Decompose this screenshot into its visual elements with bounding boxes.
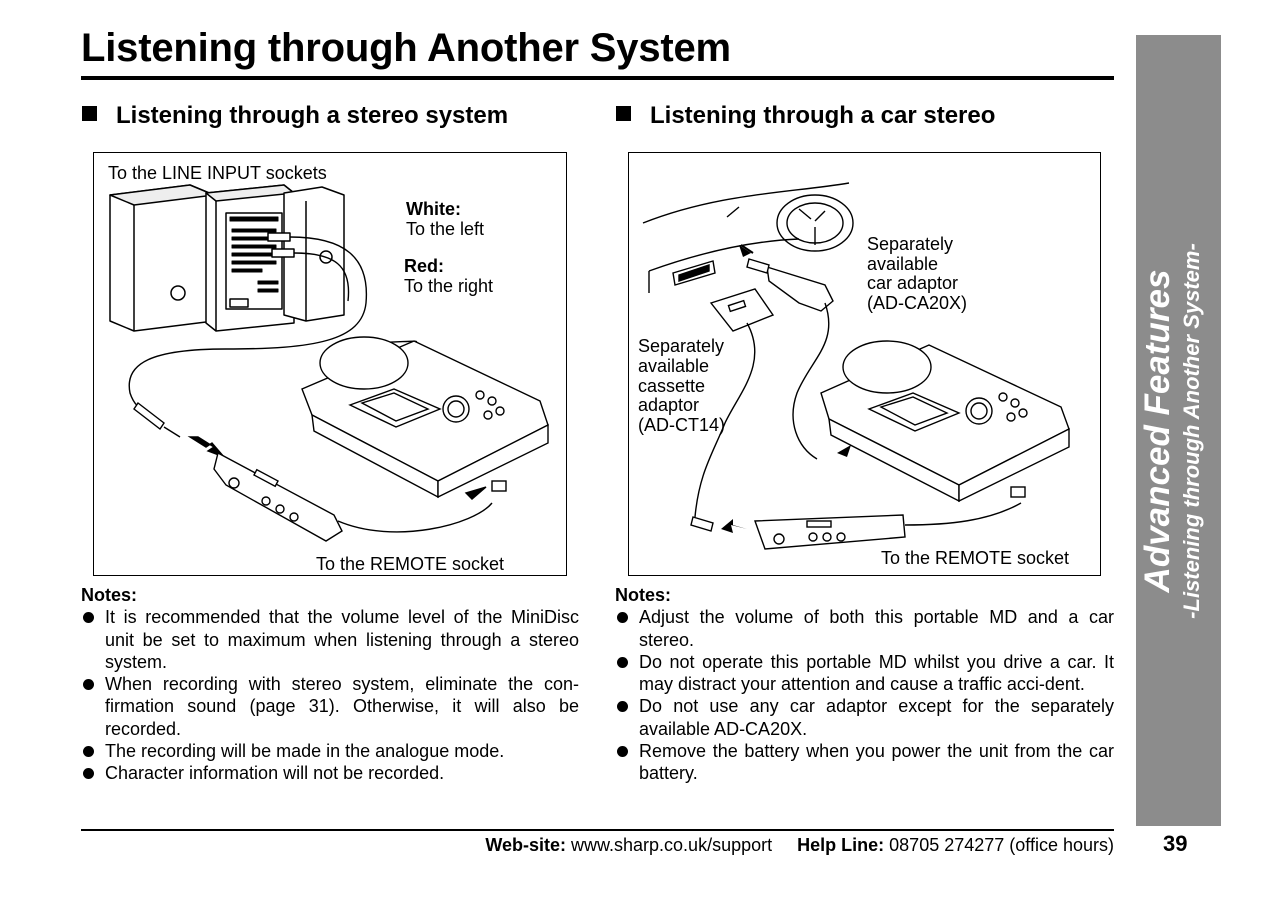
square-bullet-icon xyxy=(616,106,631,121)
remote-socket-label: To the REMOTE socket xyxy=(881,548,1070,568)
website-label: Web-site: xyxy=(485,835,566,855)
side-tab-title: Advanced Features xyxy=(1137,269,1177,592)
note-item: Character information will not be record… xyxy=(81,762,579,784)
bullet-icon xyxy=(617,656,628,668)
note-item: Do not operate this portable MD whilst y… xyxy=(615,651,1114,696)
side-section-tab: Advanced Features -Listening through Ano… xyxy=(1136,35,1221,826)
stereo-notes: Notes: It is recommended that the volume… xyxy=(81,584,579,785)
note-item: It is recommended that the volume level … xyxy=(81,606,579,673)
page-title: Listening through Another System xyxy=(81,26,731,70)
red-cable-title: Red: xyxy=(404,256,444,276)
red-cable-desc: To the right xyxy=(404,276,494,296)
side-tab-text: Advanced Features -Listening through Ano… xyxy=(1137,81,1221,781)
car-stereo-illustration xyxy=(642,182,1070,550)
car-notes: Notes: Adjust the volume of both this po… xyxy=(615,584,1114,785)
helpline-label: Help Line: xyxy=(797,835,885,855)
notes-title: Notes: xyxy=(81,585,138,605)
bullet-icon xyxy=(83,679,94,691)
page-number: 39 xyxy=(1163,831,1188,856)
remote-socket-label: To the REMOTE socket xyxy=(316,554,505,574)
line-input-label: To the LINE INPUT sockets xyxy=(108,163,327,183)
section-heading-stereo: Listening through a stereo system xyxy=(82,102,508,130)
website-link[interactable]: www.sharp.co.uk/support xyxy=(571,835,773,855)
footer-divider xyxy=(81,829,1114,831)
note-item: The recording will be made in the analog… xyxy=(81,740,579,762)
note-item: Do not use any car adaptor except for th… xyxy=(615,695,1114,740)
note-item: Remove the battery when you power the un… xyxy=(615,740,1114,785)
white-cable-title: White: xyxy=(406,199,461,219)
helpline-number: 08705 274277 (office hours) xyxy=(889,835,1114,855)
car-notes-list: Adjust the volume of both this portable … xyxy=(615,606,1114,784)
cassette-adaptor-label: Separately available cassette adaptor (A… xyxy=(638,336,726,436)
bullet-icon xyxy=(617,612,628,624)
footer-contact: Web-site: www.sharp.co.uk/support Help L… xyxy=(485,835,1114,856)
stereo-system-figure: To the LINE INPUT sockets White: To the … xyxy=(93,152,567,576)
section-heading-car-text: Listening through a car stereo xyxy=(650,102,996,129)
bullet-icon xyxy=(83,768,94,780)
side-tab-subtitle: -Listening through Another System- xyxy=(1178,242,1204,619)
white-cable-desc: To the left xyxy=(406,219,485,239)
title-divider xyxy=(81,76,1114,80)
note-item: When recording with stereo system, elimi… xyxy=(81,673,579,740)
section-heading-stereo-text: Listening through a stereo system xyxy=(116,102,509,129)
note-item: Adjust the volume of both this portable … xyxy=(615,606,1114,651)
square-bullet-icon xyxy=(82,106,97,121)
car-adaptor-label: Separately available car adaptor (AD-CA2… xyxy=(867,234,968,313)
car-stereo-figure: Separately available car adaptor (AD-CA2… xyxy=(628,152,1101,576)
bullet-icon xyxy=(617,701,628,713)
stereo-system-illustration xyxy=(109,184,549,542)
section-heading-car: Listening through a car stereo xyxy=(616,102,995,130)
bullet-icon xyxy=(83,612,94,624)
notes-title: Notes: xyxy=(615,585,672,605)
stereo-notes-list: It is recommended that the volume level … xyxy=(81,606,579,784)
bullet-icon xyxy=(83,746,94,758)
bullet-icon xyxy=(617,746,628,758)
